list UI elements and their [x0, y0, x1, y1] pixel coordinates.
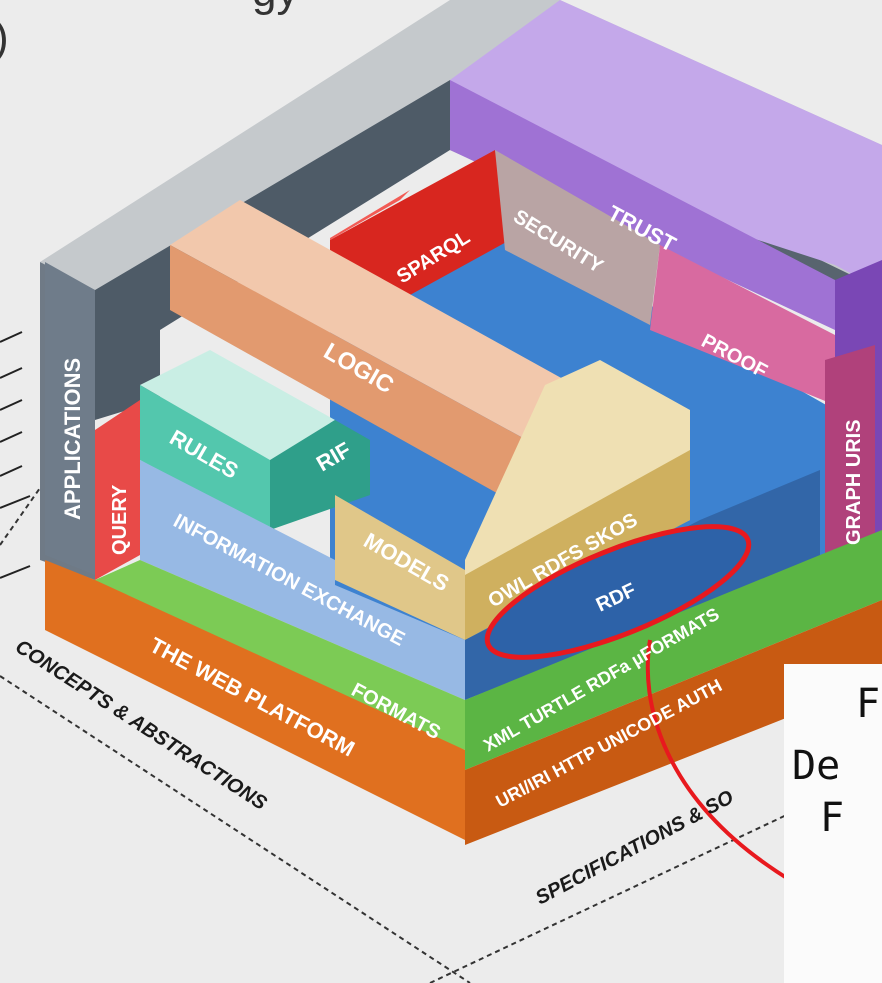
web-platform-front: [45, 560, 465, 840]
left-dashed-edge: [0, 487, 41, 546]
formats-block: [95, 560, 465, 750]
query-block: [95, 400, 140, 580]
security-block: [495, 150, 660, 325]
rules-block: [140, 385, 270, 530]
proof-block: [650, 245, 835, 405]
rules-top: [140, 350, 335, 460]
callout-line-3: F: [820, 795, 845, 841]
left-axis-line: [0, 675, 471, 983]
applications-block: [45, 262, 95, 575]
logic-front: [170, 245, 545, 520]
label-applications: APPLICATIONS: [60, 358, 85, 520]
left-tick-lines: [0, 331, 31, 579]
information-exchange-block: [140, 460, 465, 700]
header-fragment-1: gy: [252, 0, 298, 16]
uri-line-block: [465, 600, 882, 845]
callout-box: F De F: [784, 664, 882, 983]
owl-rdfs-skos-block: [465, 450, 690, 640]
sparql-block: [330, 150, 510, 295]
trust-front: [450, 80, 835, 330]
label-graph-uris: GRAPH URIS: [843, 419, 865, 545]
callout-line-1: F: [856, 681, 881, 727]
trust-top: [450, 0, 882, 290]
rdfa-line-block: [465, 530, 882, 770]
rdf-highlight-ellipse: [484, 524, 752, 660]
header-fragment-2: ): [0, 13, 9, 62]
callout-line-2: De: [792, 743, 841, 789]
label-query: QUERY: [109, 484, 131, 555]
logic-top: [170, 200, 610, 450]
graph-uris-block: [825, 345, 875, 570]
callout-connector: [645, 639, 792, 882]
models-block: [335, 495, 465, 640]
